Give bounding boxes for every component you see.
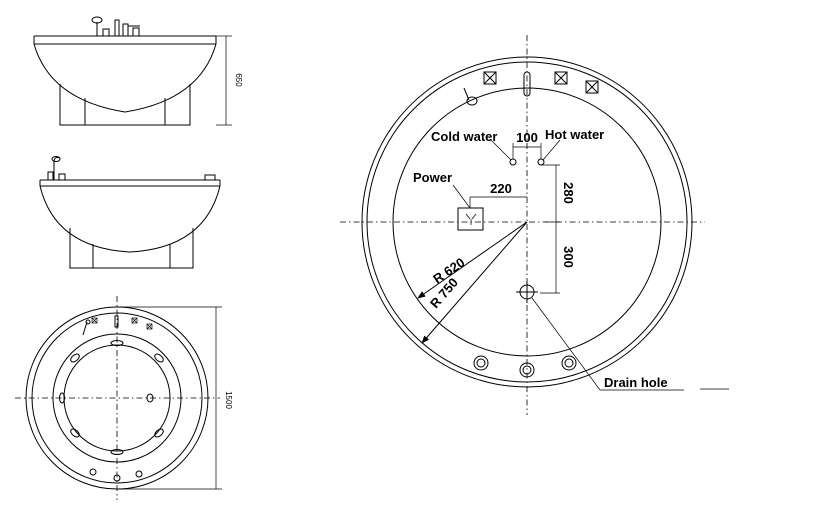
height-top-dimension: 280 <box>561 182 576 204</box>
drain-hole-label: Drain hole <box>604 375 668 390</box>
power-offset-dimension: 220 <box>490 181 512 196</box>
side-view-front: 650 <box>33 16 243 126</box>
drain-hole-icon <box>516 281 538 303</box>
outer-radius-dimension: R 750 <box>427 275 461 311</box>
power-box-icon <box>457 207 484 231</box>
plan-view-small: 1500 <box>15 296 233 500</box>
faucet-icon <box>91 16 140 37</box>
side-view-side <box>39 156 221 269</box>
cold-water-label: Cold water <box>431 129 497 144</box>
jet-icons <box>59 340 164 482</box>
plan-view-large: Cold water 100 Hot water Power 220 280 3… <box>340 35 729 415</box>
bottom-jets-icons <box>473 355 577 378</box>
faucet-icon <box>47 156 66 181</box>
fixture-icons <box>463 71 599 106</box>
height-bottom-dimension: 300 <box>561 246 576 268</box>
plan-diameter-dimension: 1500 <box>224 391 233 409</box>
pipe-gap-dimension: 100 <box>516 130 538 145</box>
power-label: Power <box>413 170 452 185</box>
hot-water-label: Hot water <box>545 127 604 142</box>
side-height-dimension: 650 <box>234 73 243 87</box>
